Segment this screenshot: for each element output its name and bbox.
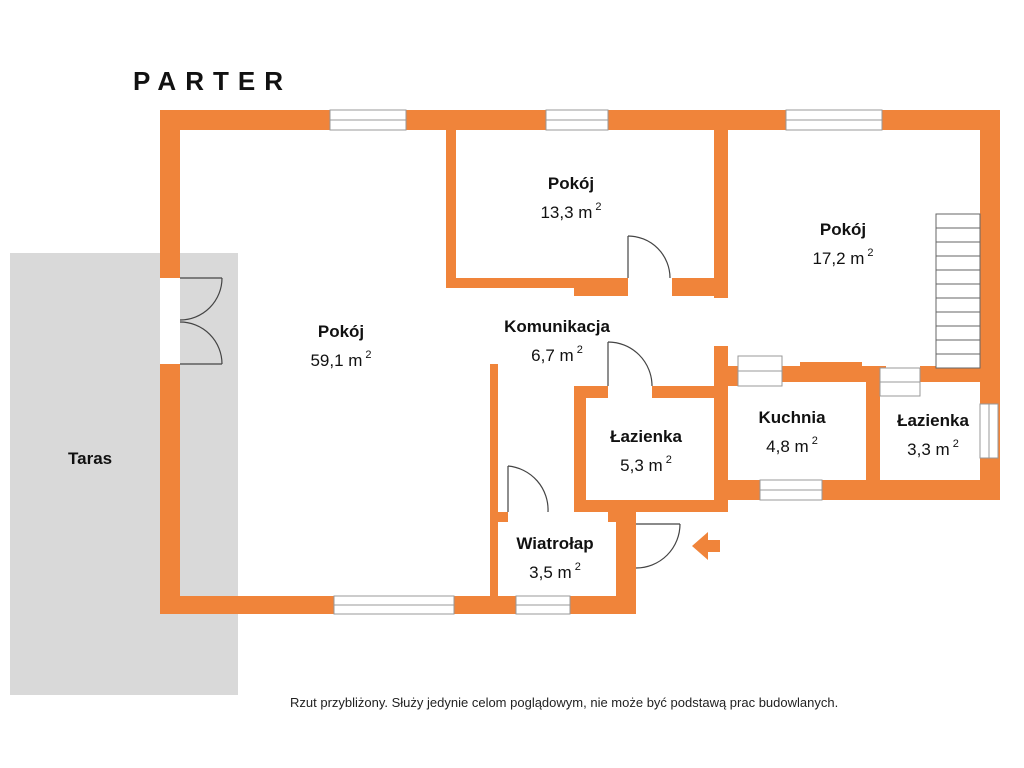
disclaimer-note: Rzut przybliżony. Służy jedynie celom po… (290, 695, 839, 710)
doors (160, 235, 681, 569)
room-name: Pokój (317, 322, 365, 341)
stairs (935, 213, 981, 369)
room-name: Łazienka (897, 411, 969, 430)
room-name: Wiatrołap (516, 534, 594, 553)
room-name: Łazienka (610, 427, 682, 446)
room-name: Pokój (547, 174, 595, 193)
entry-arrow (692, 532, 720, 560)
floor-title: PARTER (133, 66, 292, 96)
windows (329, 109, 999, 615)
terrace-label: Taras (68, 449, 113, 468)
room-name: Kuchnia (758, 408, 826, 427)
room-name: Komunikacja (504, 317, 610, 336)
room-name: Pokój (819, 220, 867, 239)
terrace-area (10, 253, 238, 695)
